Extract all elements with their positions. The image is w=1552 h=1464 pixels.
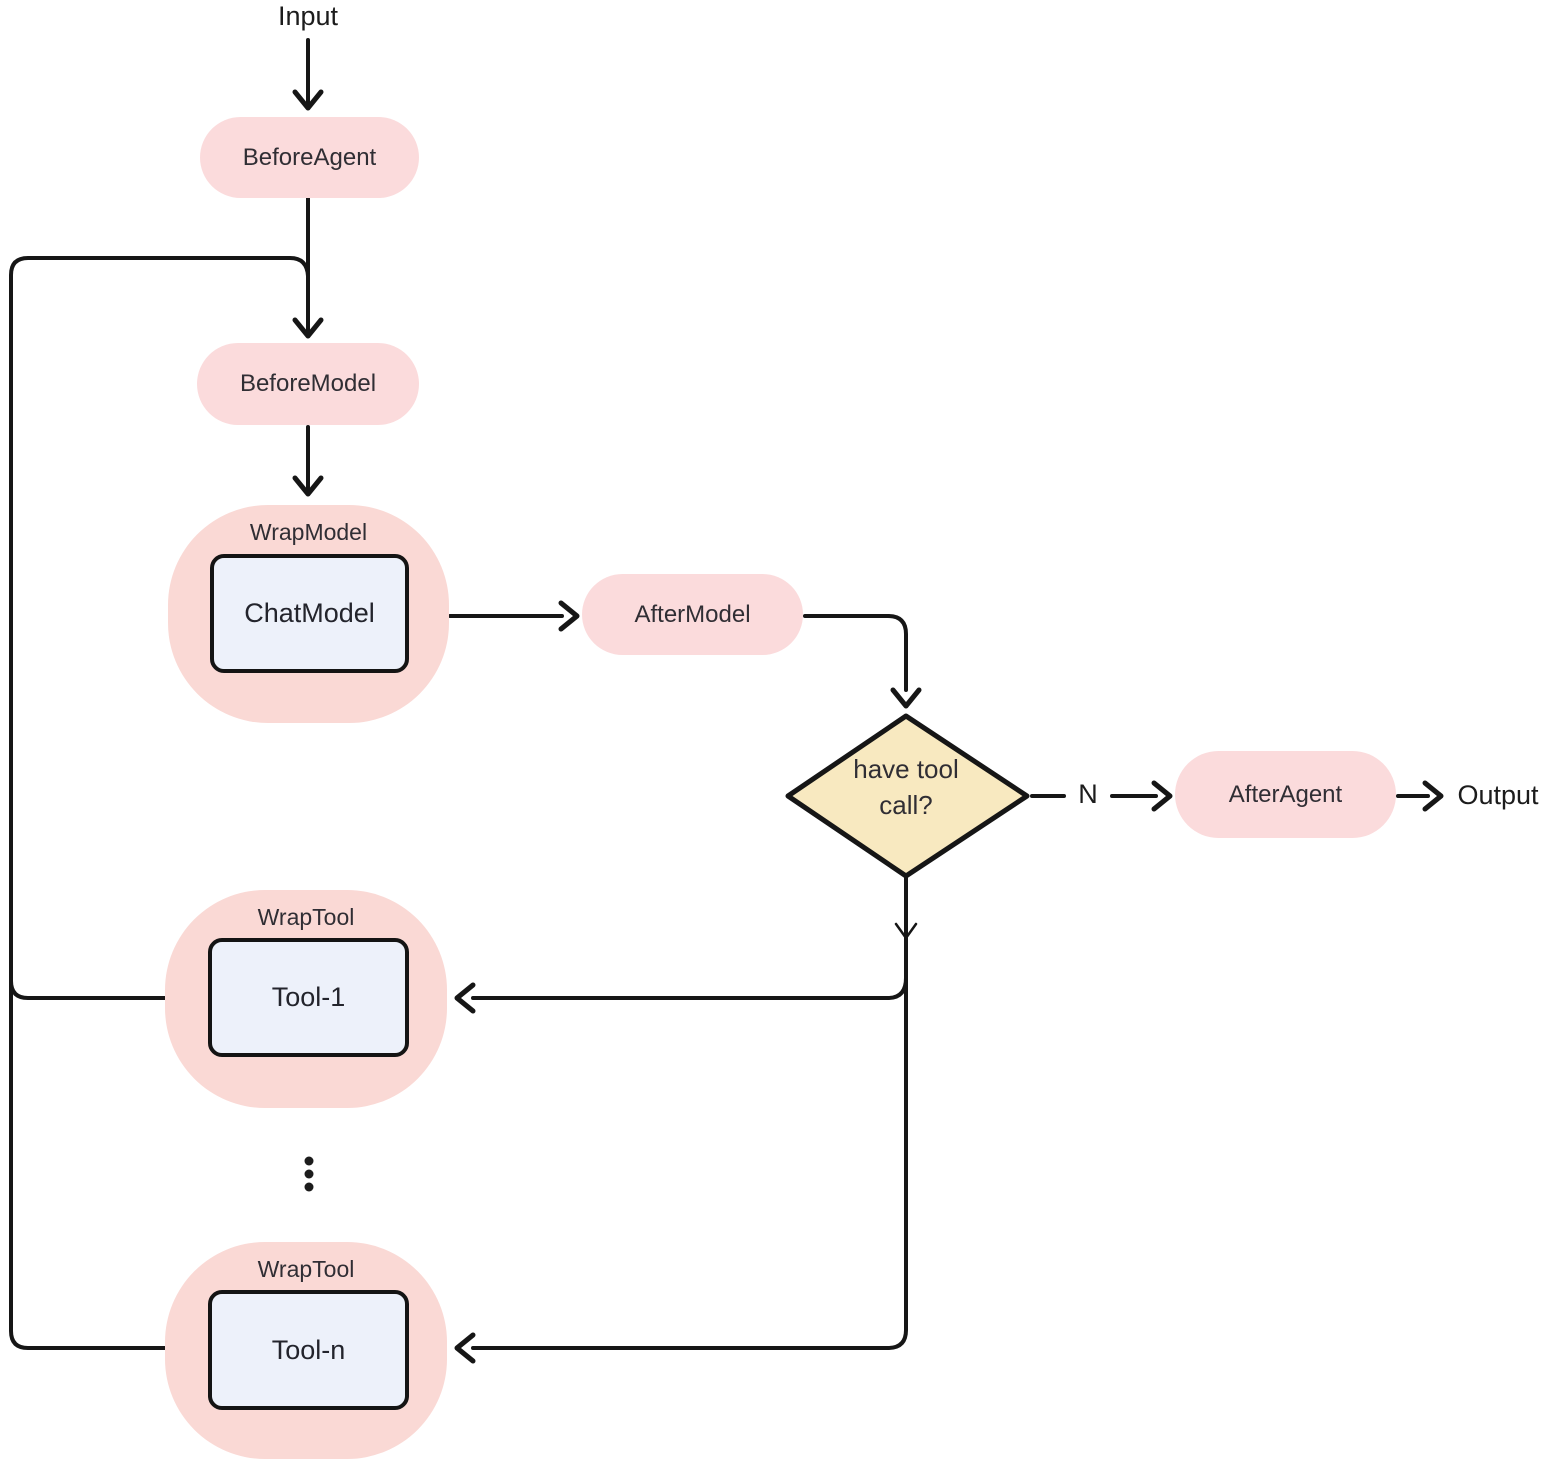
vertical-ellipsis-icon — [304, 1156, 314, 1192]
edge-tool1-loopback — [9, 979, 167, 1000]
node-after-agent-label: AfterAgent — [1228, 780, 1343, 808]
decision-label-line1: have tool — [853, 754, 959, 784]
node-wrap-tool-1-label: WrapTool — [257, 904, 355, 930]
arrowhead-afteragent — [1151, 780, 1173, 812]
decision-label: have tool call? — [816, 751, 996, 824]
edge-aftermodel-to-decision — [803, 614, 908, 692]
node-tool-1: Tool-1 — [208, 938, 409, 1057]
node-after-agent: AfterAgent — [1175, 751, 1396, 838]
input-label: Input — [277, 1, 339, 31]
node-after-model: AfterModel — [582, 574, 803, 655]
arrowhead-decision — [890, 687, 922, 709]
node-wrap-model-label: WrapModel — [249, 519, 368, 545]
edge-decision-to-tool1 — [471, 976, 908, 1000]
node-chat-model-label: ChatModel — [244, 598, 375, 628]
decision-label-line2: call? — [879, 790, 933, 821]
node-before-model: BeforeModel — [197, 343, 419, 425]
node-wrap-tool-n-label: WrapTool — [257, 1256, 355, 1282]
arrowhead-tooln — [454, 1332, 476, 1364]
arrowhead-tool1 — [454, 982, 476, 1014]
node-before-agent: BeforeAgent — [200, 117, 419, 198]
node-before-model-label: BeforeModel — [239, 370, 377, 397]
output-label: Output — [1457, 780, 1539, 810]
arrowhead-wrapmodel — [292, 475, 324, 497]
arrowhead-beforeagent — [292, 89, 324, 111]
arrowhead-beforemodel — [292, 317, 324, 339]
edge-tooln-loopback — [9, 256, 310, 1350]
node-after-model-label: AfterModel — [634, 600, 751, 628]
node-tool-n: Tool-n — [208, 1290, 409, 1410]
node-tool-n-label: Tool-n — [271, 1334, 346, 1365]
arrowhead-output — [1422, 780, 1444, 812]
arrowhead-decision-branch-small — [894, 922, 918, 940]
edge-label-n: N — [1078, 779, 1098, 809]
edge-decision-to-tooln — [471, 874, 908, 1350]
node-chat-model: ChatModel — [210, 554, 409, 673]
node-before-agent-label: BeforeAgent — [242, 143, 377, 171]
node-tool-1-label: Tool-1 — [271, 982, 346, 1012]
arrowhead-aftermodel — [558, 600, 580, 632]
